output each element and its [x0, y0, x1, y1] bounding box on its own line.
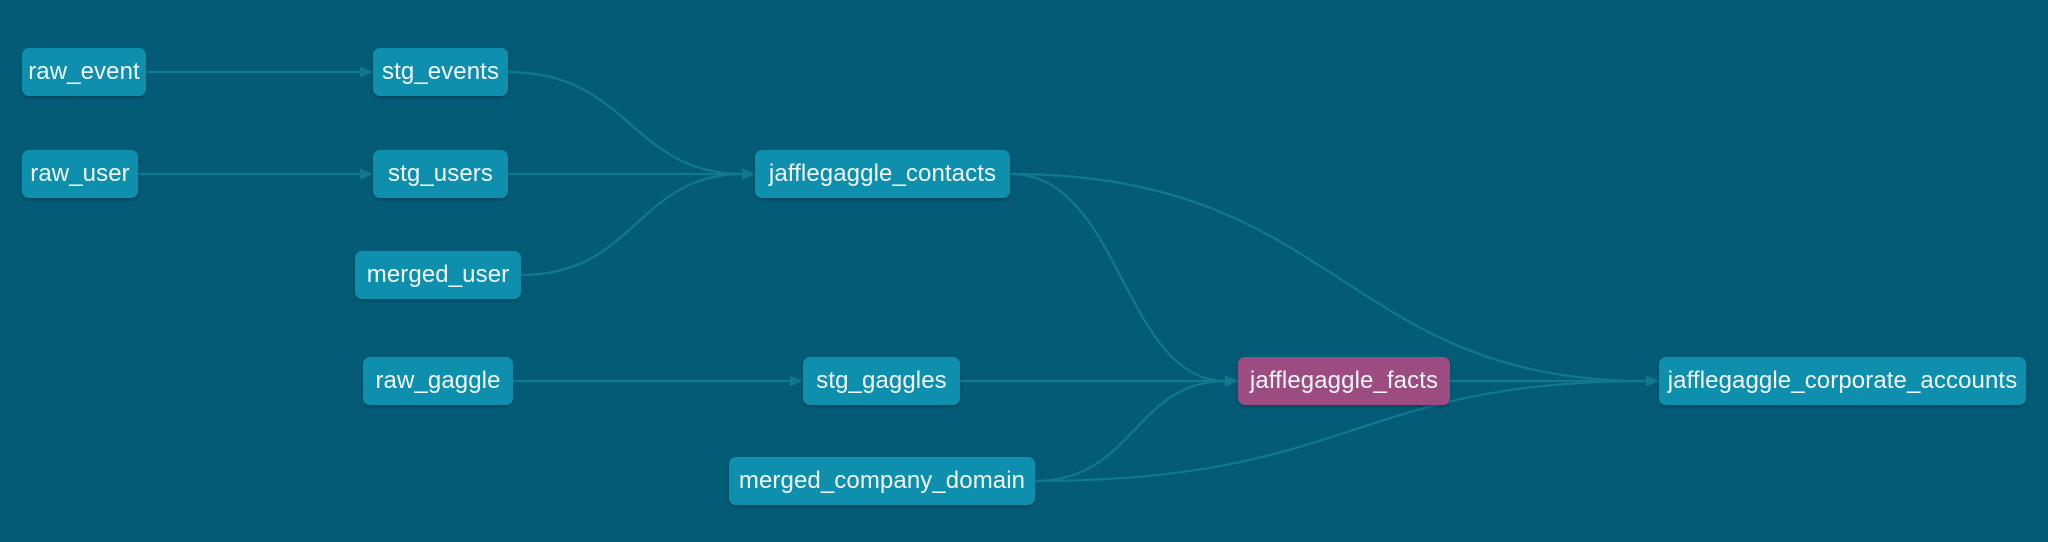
graph-node-label: stg_events	[381, 58, 500, 85]
graph-node-label: raw_user	[30, 160, 130, 187]
graph-node-raw_event[interactable]: raw_event	[22, 48, 146, 96]
graph-node-label: jafflegaggle_facts	[1249, 367, 1439, 394]
graph-node-label: raw_gaggle	[375, 367, 501, 394]
graph-edge-merged_company_domain-to-jafflegaggle_corporate_accounts	[1034, 379, 1648, 483]
graph-edge-jafflegaggle_contacts-to-jafflegaggle_facts	[1009, 172, 1227, 383]
graph-node-jafflegaggle_facts[interactable]: jafflegaggle_facts	[1238, 357, 1450, 405]
graph-edge-arrowhead	[1646, 375, 1659, 387]
graph-edge-merged_user-to-jafflegaggle_contacts	[520, 172, 744, 277]
graph-edge-merged_company_domain-to-jafflegaggle_facts	[1034, 379, 1227, 483]
graph-node-jafflegaggle_contacts[interactable]: jafflegaggle_contacts	[755, 150, 1010, 198]
graph-edge-arrowhead	[360, 66, 373, 78]
graph-edge-jafflegaggle_contacts-to-jafflegaggle_corporate_accounts	[1009, 172, 1648, 383]
graph-node-merged_company_domain[interactable]: merged_company_domain	[729, 457, 1035, 505]
graph-node-label: jafflegaggle_contacts	[768, 160, 997, 187]
graph-node-stg_events[interactable]: stg_events	[373, 48, 508, 96]
graph-node-label: raw_event	[28, 58, 140, 85]
graph-node-label: merged_company_domain	[738, 467, 1026, 494]
graph-node-label: merged_user	[366, 261, 510, 288]
graph-edge-arrowhead	[742, 168, 755, 180]
graph-node-stg_users[interactable]: stg_users	[373, 150, 508, 198]
graph-node-merged_user[interactable]: merged_user	[355, 251, 521, 299]
graph-node-label: jafflegaggle_corporate_accounts	[1667, 367, 2018, 394]
graph-edge-arrowhead	[1225, 375, 1238, 387]
graph-edge-stg_events-to-jafflegaggle_contacts	[507, 70, 744, 176]
graph-node-label: stg_gaggles	[816, 367, 947, 394]
graph-node-raw_gaggle[interactable]: raw_gaggle	[363, 357, 513, 405]
graph-edge-arrowhead	[360, 168, 373, 180]
graph-edge-arrowhead	[790, 375, 803, 387]
graph-node-jafflegaggle_corporate_accounts[interactable]: jafflegaggle_corporate_accounts	[1659, 357, 2026, 405]
graph-node-label: stg_users	[388, 160, 493, 187]
graph-node-stg_gaggles[interactable]: stg_gaggles	[803, 357, 960, 405]
graph-node-raw_user[interactable]: raw_user	[22, 150, 138, 198]
